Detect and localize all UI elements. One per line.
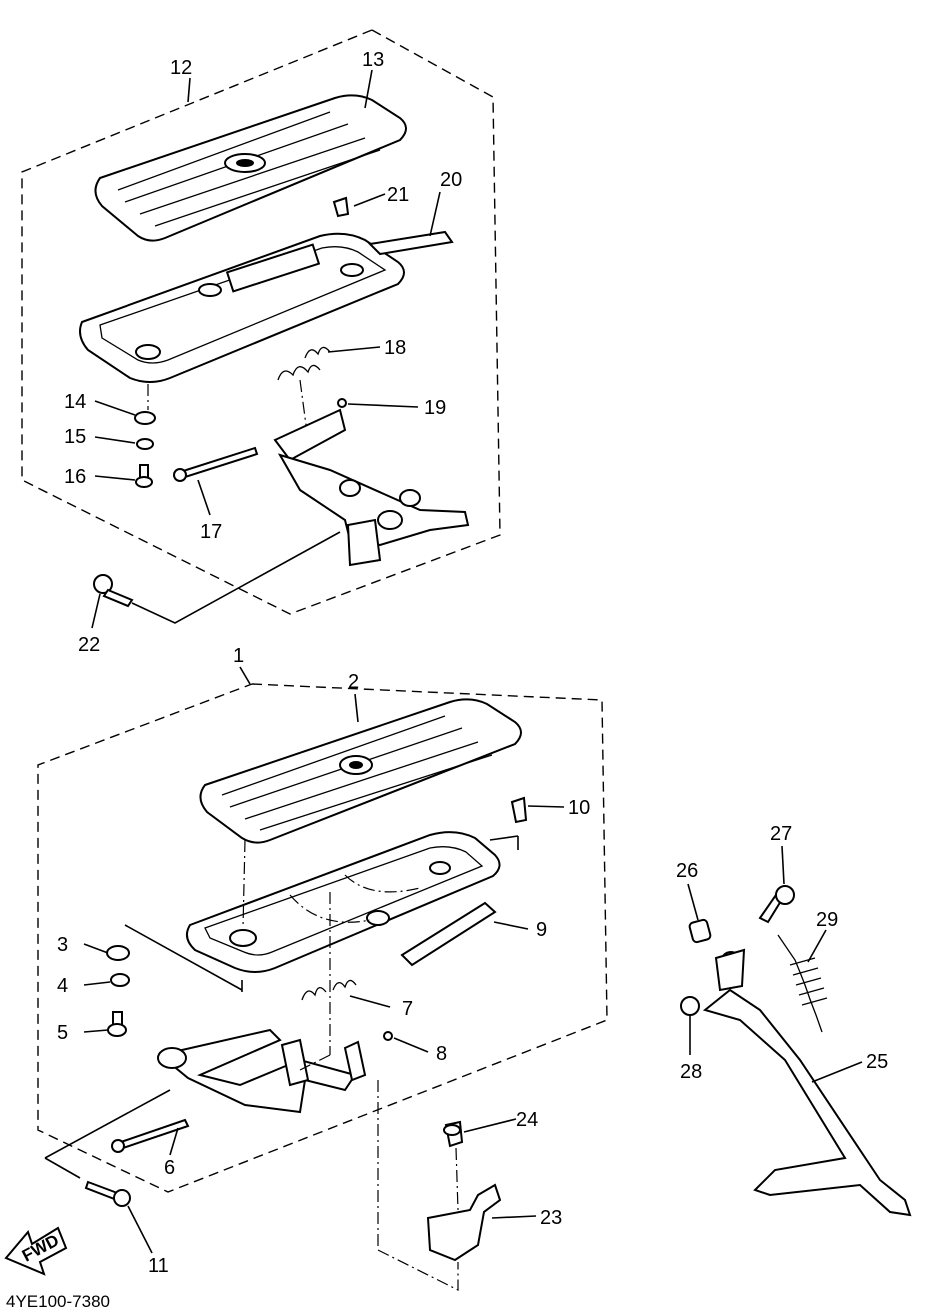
callout-15: 15 xyxy=(64,426,86,448)
callout-23: 23 xyxy=(540,1207,562,1229)
callout-29: 29 xyxy=(816,909,838,931)
group-12-boundary xyxy=(21,29,501,615)
callout-9: 9 xyxy=(536,919,547,941)
callout-19: 19 xyxy=(424,397,446,419)
leader-lines xyxy=(44,69,863,1254)
callout-5: 5 xyxy=(57,1022,68,1044)
leader-22-chain xyxy=(131,531,341,624)
callout-21: 21 xyxy=(387,184,409,206)
callout-10: 10 xyxy=(568,797,590,819)
group-1-boundary xyxy=(37,683,608,1193)
fwd-arrow-icon: FWD xyxy=(4,1226,68,1276)
bracket-lower xyxy=(84,979,367,1207)
hardware-upper xyxy=(134,196,350,488)
callout-8: 8 xyxy=(436,1043,447,1065)
callout-1: 1 xyxy=(233,645,244,667)
callout-20: 20 xyxy=(440,169,462,191)
callout-26: 26 xyxy=(676,860,698,882)
callout-6: 6 xyxy=(164,1157,175,1179)
drawing-code: 4YE100-7380 xyxy=(6,1292,110,1311)
pedal-23 xyxy=(426,1120,502,1262)
callout-11: 11 xyxy=(148,1255,169,1277)
callout-14: 14 xyxy=(64,391,86,413)
alignment-lines xyxy=(147,379,459,1291)
callout-18: 18 xyxy=(384,337,406,359)
callout-17: 17 xyxy=(200,521,222,543)
callout-24: 24 xyxy=(516,1109,538,1131)
callout-12: 12 xyxy=(170,57,192,79)
footboard-frame-lower xyxy=(185,831,501,973)
callout-28: 28 xyxy=(680,1061,702,1083)
callout-13: 13 xyxy=(362,49,384,71)
callout-27: 27 xyxy=(770,823,792,845)
callout-4: 4 xyxy=(57,975,68,997)
callout-25: 25 xyxy=(866,1051,888,1073)
sidestand-25 xyxy=(680,885,912,1217)
callout-labels: 12 13 20 21 18 19 14 15 16 17 22 1 2 10 … xyxy=(57,49,888,1277)
callout-22: 22 xyxy=(78,634,100,656)
callout-16: 16 xyxy=(64,466,86,488)
bracket-upper xyxy=(273,346,470,567)
hardware-lower xyxy=(106,796,528,1041)
footboard-frame-upper xyxy=(79,230,454,383)
callout-3: 3 xyxy=(57,934,68,956)
bolt-22 xyxy=(93,574,134,608)
callout-2: 2 xyxy=(348,671,359,693)
footboard-plate-lower xyxy=(199,698,522,844)
callout-7: 7 xyxy=(402,998,413,1020)
footboard-plate-upper xyxy=(94,94,407,242)
